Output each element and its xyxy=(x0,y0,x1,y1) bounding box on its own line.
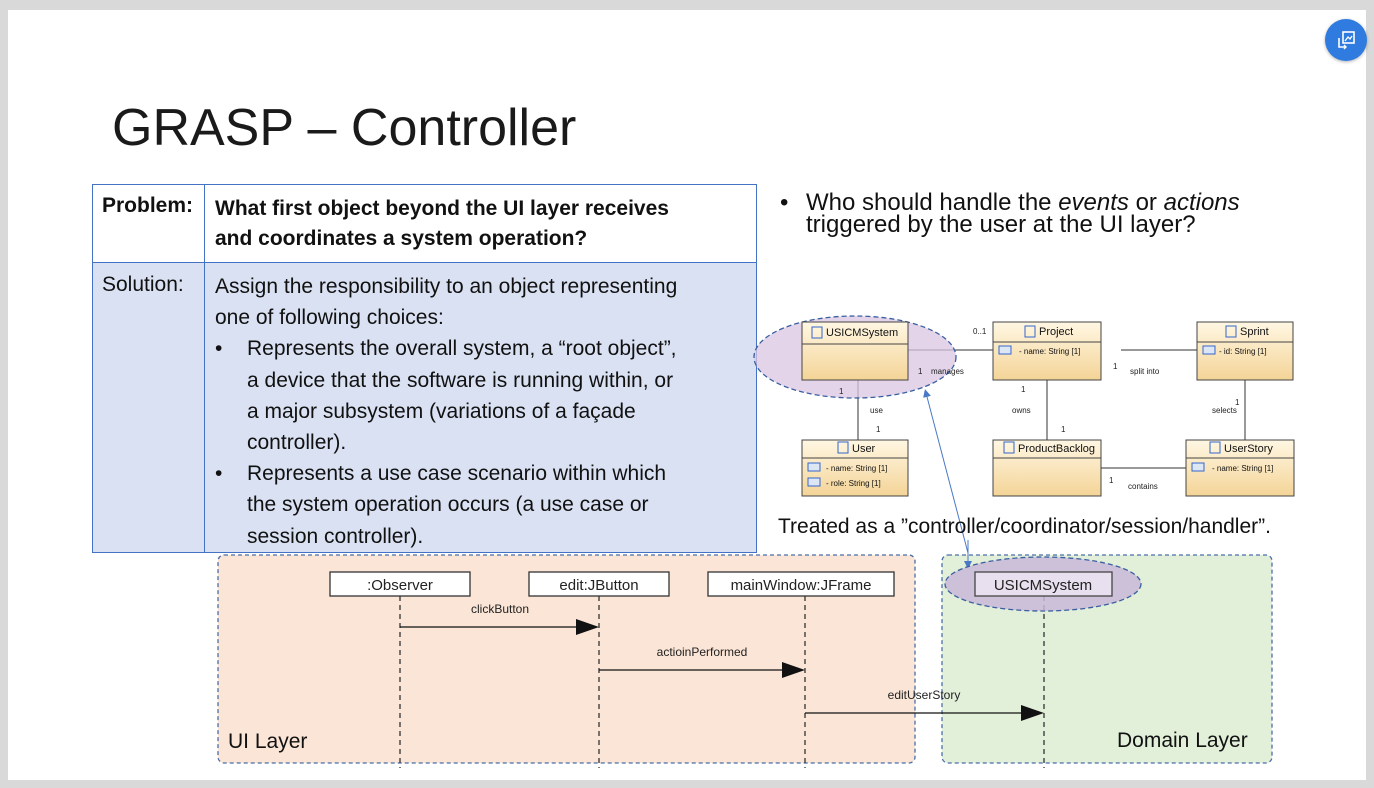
choice-line: controller). xyxy=(247,431,347,455)
grasp-table: Problem: What first object beyond the UI… xyxy=(92,184,757,553)
class-name: User xyxy=(852,443,876,455)
message-label: clickButton xyxy=(471,602,529,616)
attribute-icon xyxy=(1202,345,1216,355)
choice-item: Represents the overall system, a “root o… xyxy=(215,333,744,458)
class-icon xyxy=(1225,325,1237,338)
class-user: User - name: String [1] - role: String [… xyxy=(801,439,909,497)
lifeline-frame: mainWindow:JFrame xyxy=(707,571,895,597)
class-userstory: UserStory - name: String [1] xyxy=(1185,439,1295,497)
assoc-label: contains xyxy=(1128,482,1158,491)
class-attribute: - name: String [1] xyxy=(1019,347,1080,356)
class-name: USICMSystem xyxy=(826,327,898,339)
lifeline-system: USICMSystem xyxy=(974,571,1113,597)
actions-word: actions xyxy=(1163,189,1240,216)
choice-line: the system operation occurs (a use case … xyxy=(247,493,649,517)
class-icon xyxy=(837,441,849,454)
assoc-label: split into xyxy=(1130,367,1160,376)
assoc-label: owns xyxy=(1012,406,1031,415)
attribute-icon xyxy=(998,345,1012,355)
solution-intro: one of following choices: xyxy=(215,306,444,330)
image-share-icon xyxy=(1338,31,1355,50)
assoc-label: manages xyxy=(931,367,964,376)
multiplicity: 1 xyxy=(1113,362,1118,371)
question-part: Who should handle the xyxy=(806,189,1059,216)
class-name: Project xyxy=(1039,326,1073,338)
class-attribute: - name: String [1] xyxy=(1212,464,1273,473)
bullet-glyph: • xyxy=(780,189,789,216)
problem-row: Problem: What first object beyond the UI… xyxy=(92,184,757,263)
question-part: or xyxy=(1128,189,1164,216)
choice-list: Represents the overall system, a “root o… xyxy=(215,333,744,551)
attribute-icon xyxy=(807,462,821,472)
lifelines xyxy=(399,596,1045,768)
multiplicity: 1 xyxy=(918,367,923,376)
ui-layer-label: UI Layer xyxy=(228,730,308,753)
problem-line: and coordinates a system operation? xyxy=(215,227,588,250)
class-name: Sprint xyxy=(1240,326,1269,338)
multiplicity: 0..1 xyxy=(973,327,987,336)
message-label: editUserStory xyxy=(888,688,961,702)
message-label: actioinPerformed xyxy=(657,645,748,659)
solution-text: Assign the responsibility to an object r… xyxy=(204,262,757,553)
problem-label: Problem: xyxy=(92,184,205,263)
choice-line: Represents the overall system, a “root o… xyxy=(247,337,677,361)
lifeline-label: :Observer xyxy=(367,577,433,594)
multiplicity: 1 xyxy=(1021,385,1026,394)
choice-line: session controller). xyxy=(247,524,424,548)
class-icon xyxy=(1024,325,1036,338)
attribute-icon xyxy=(807,477,821,487)
problem-text: What first object beyond the UI layer re… xyxy=(204,184,757,263)
choice-line: Represents a use case scenario within wh… xyxy=(247,462,667,486)
message-actionperformed: actioinPerformed xyxy=(599,645,805,678)
problem-line: What first object beyond the UI layer re… xyxy=(215,197,669,220)
link-arrow-to-class xyxy=(923,389,969,554)
domain-layer-label: Domain Layer xyxy=(1117,729,1248,752)
class-icon xyxy=(1003,441,1015,454)
choice-item: Represents a use case scenario within wh… xyxy=(215,458,744,552)
assoc-label: use xyxy=(870,406,883,415)
solution-row: Solution: Assign the responsibility to a… xyxy=(92,262,757,553)
treated-as-note: Treated as a ”controller/coordinator/ses… xyxy=(778,515,1271,538)
multiplicity: 1 xyxy=(1235,398,1240,407)
lifeline-label: edit:JButton xyxy=(559,577,638,594)
class-name: UserStory xyxy=(1224,443,1273,455)
question-line2: triggered by the user at the UI layer? xyxy=(806,211,1196,238)
lifeline-button: edit:JButton xyxy=(528,571,670,597)
association-labels: 0..1 1 manages 1 split into 1 use 1 1 ow… xyxy=(839,327,1240,491)
lifeline-label: USICMSystem xyxy=(994,577,1092,594)
message-clickbutton: clickButton xyxy=(400,602,599,635)
class-icon xyxy=(1209,441,1221,454)
lifeline-observer: :Observer xyxy=(329,571,471,597)
assoc-label: selects xyxy=(1212,406,1237,415)
choice-line: a device that the software is running wi… xyxy=(247,368,674,392)
attribute-icon xyxy=(1191,462,1205,472)
lifeline-label: mainWindow:JFrame xyxy=(731,577,872,594)
multiplicity: 1 xyxy=(876,425,881,434)
solution-label: Solution: xyxy=(92,262,205,553)
class-usicm: USICMSystem xyxy=(801,321,909,381)
class-sprint: Sprint - id: String [1] xyxy=(1196,321,1294,381)
class-name: ProductBacklog xyxy=(1018,443,1095,455)
question-text: Who should handle the events or actions … xyxy=(806,189,1306,238)
message-edituserstory: editUserStory xyxy=(805,688,1044,721)
multiplicity: 1 xyxy=(1109,476,1114,485)
choice-line: a major subsystem (variations of a façad… xyxy=(247,399,636,423)
image-share-button[interactable] xyxy=(1325,19,1367,61)
solution-intro: Assign the responsibility to an object r… xyxy=(215,275,678,298)
class-attribute: - role: String [1] xyxy=(826,479,881,488)
slide-title: GRASP – Controller xyxy=(112,99,577,157)
class-productbacklog: ProductBacklog xyxy=(992,439,1102,497)
multiplicity: 1 xyxy=(1061,425,1066,434)
class-icon xyxy=(811,326,823,339)
ui-layer-box xyxy=(217,554,916,764)
class-project: Project - name: String [1] xyxy=(992,321,1102,381)
events-word: events xyxy=(1058,189,1129,216)
question-line1: Who should handle the events or actions xyxy=(806,189,1306,216)
class-attribute: - id: String [1] xyxy=(1219,347,1267,356)
class-attribute: - name: String [1] xyxy=(826,464,887,473)
multiplicity: 1 xyxy=(839,387,844,396)
